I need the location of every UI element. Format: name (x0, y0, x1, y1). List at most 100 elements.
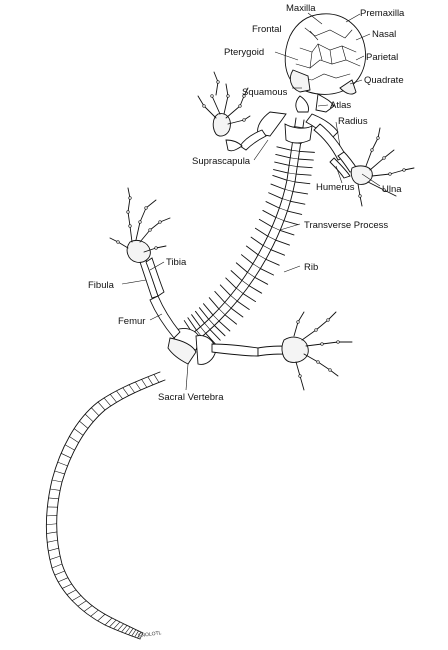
rib-right (296, 173, 312, 176)
joint-dot (154, 246, 158, 250)
vertebra-line (293, 126, 305, 129)
rib-left (219, 284, 231, 296)
joint-dot (376, 136, 380, 140)
joint-dot (388, 172, 392, 176)
label-tibia: Tibia (166, 257, 187, 268)
rib-right (243, 293, 256, 303)
tail-vertebra-line (139, 632, 144, 640)
tail-vertebra-line (128, 628, 134, 636)
tail-vertebra-line (131, 629, 137, 637)
tail-vertebra-line (61, 583, 73, 589)
tail-vertebra-line (117, 623, 124, 631)
joint-dot (242, 94, 246, 98)
rib-right (280, 230, 295, 236)
joint-dot (128, 224, 132, 228)
label-premaxilla: Premaxilla (360, 8, 405, 19)
label-maxilla: Maxilla (286, 3, 316, 14)
tail-vertebra-line (79, 420, 89, 429)
joint-dot (298, 374, 302, 378)
rib-left (230, 270, 242, 281)
tail-vertebra-line (124, 626, 131, 634)
tail-vertebra-line (46, 539, 58, 543)
vertebra-line (203, 322, 211, 331)
rib-left (194, 310, 205, 323)
vertebra-line (218, 308, 226, 316)
vertebra-line (257, 254, 267, 260)
rib-left (258, 218, 272, 227)
rib-right (210, 329, 221, 341)
right-forelimb (313, 123, 415, 207)
joint-dot (126, 210, 130, 214)
rib-right (260, 268, 274, 276)
rib-left (208, 297, 219, 309)
label-fibula: Fibula (88, 280, 115, 291)
rib-left (254, 227, 268, 237)
tail-vertebra-line (77, 600, 87, 607)
rib-left (275, 154, 290, 159)
joint-dot (116, 240, 120, 244)
skull (284, 13, 366, 113)
label-squamous: Squamous (242, 87, 288, 98)
rib-right (205, 333, 217, 345)
tail-vertebra-line (51, 479, 63, 483)
joint-dot (226, 94, 230, 98)
rib-left (265, 201, 280, 209)
rib-right (254, 277, 269, 285)
leader-lines (121, 12, 381, 391)
vertebra-line (262, 244, 272, 251)
vertebra-line (207, 318, 216, 327)
rib-right (299, 151, 315, 153)
tail-vertebra-line (60, 453, 72, 459)
rib-right (225, 314, 237, 325)
joint-dot (314, 328, 318, 332)
joint-dot (402, 168, 406, 172)
vertebra-line (289, 157, 300, 160)
rib-left (235, 262, 248, 273)
joint-dot (358, 194, 362, 198)
vertebra-line (229, 294, 239, 302)
tail-vertebra-line (54, 470, 65, 475)
rib-right (290, 200, 306, 205)
rib-left (225, 277, 237, 289)
label-pterygoid: Pterygoid (224, 47, 264, 58)
tail-vertebra-line (49, 555, 61, 560)
vertebra-line (241, 279, 250, 287)
tail-vertebra-line (71, 595, 82, 601)
tail-vertebra-line (54, 570, 65, 576)
tail-vertebra-line (153, 374, 160, 383)
rib-left (187, 317, 197, 330)
joint-dot (202, 104, 206, 108)
labels: Maxilla Premaxilla Frontal Nasal Pterygo… (88, 3, 405, 403)
tail-vertebra-line (64, 444, 75, 451)
tail-vertebra-line (122, 387, 129, 396)
joint-dot (296, 320, 300, 324)
tail-vertebra-line (109, 393, 117, 403)
joint-dot (216, 80, 220, 84)
rib-left (214, 291, 225, 303)
rib-right (265, 259, 280, 266)
joint-dot (128, 196, 132, 200)
joint-dot (382, 156, 386, 160)
label-sacral-vertebra: Sacral Vertebra (158, 392, 224, 403)
tail-vertebra-line (83, 605, 93, 612)
rib-left (272, 174, 287, 181)
vertebra-line (281, 198, 292, 202)
label-rib: Rib (304, 262, 318, 273)
left-forelimb (197, 71, 267, 152)
label-atlas: Atlas (330, 100, 351, 111)
vertebra-line (246, 271, 256, 278)
tail-vertebra-line (46, 531, 58, 534)
tail-vertebra-line (147, 376, 154, 386)
joint-dot (242, 118, 246, 122)
joint-dot (148, 228, 152, 232)
vertebra-line (286, 172, 298, 175)
pectoral-girdle (257, 111, 339, 144)
tail-vertebra-line (113, 621, 121, 630)
rib-right (293, 191, 309, 195)
rib-right (237, 301, 250, 310)
tail-vertebra-line (69, 436, 79, 443)
vertebra-line (274, 216, 285, 222)
rib-left (273, 169, 288, 174)
pelvic-girdle (167, 327, 259, 365)
